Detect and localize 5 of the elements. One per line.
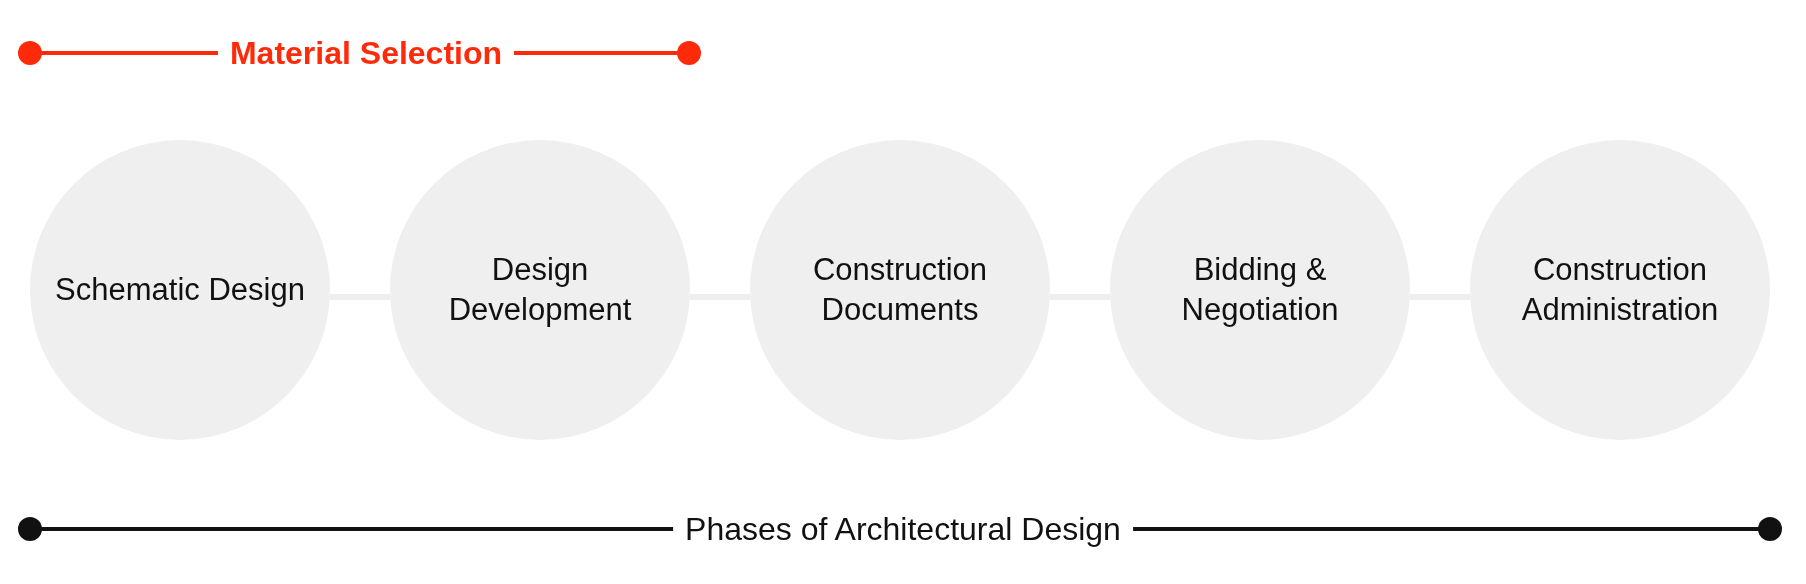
phase-label: Bidding & Negotiation — [1180, 250, 1340, 329]
phase-label: Design Development — [447, 250, 633, 329]
phase-label: Construction Documents — [812, 250, 988, 329]
phase-label: Schematic Design — [55, 270, 305, 309]
phase-label: Construction Administration — [1520, 250, 1720, 329]
